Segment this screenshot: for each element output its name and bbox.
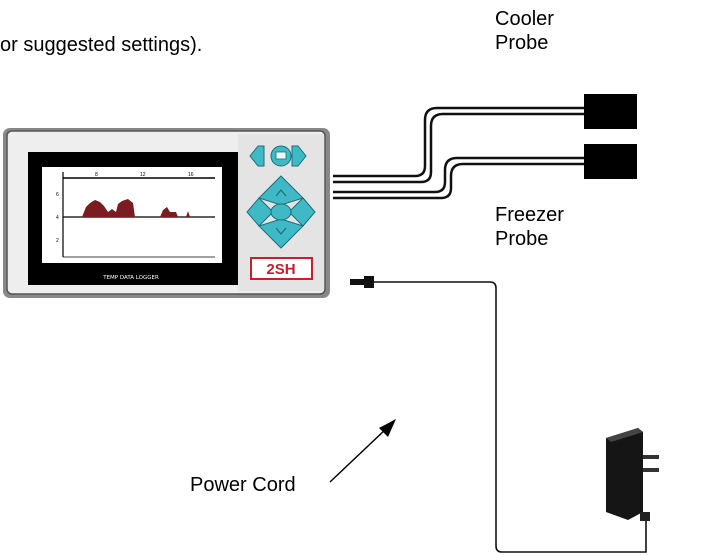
freezer-label-line1: Freezer bbox=[495, 204, 564, 226]
freezer-cable-inner bbox=[333, 162, 586, 200]
power-cord-label: Power Cord bbox=[190, 474, 296, 496]
freezer-label-line2: Probe bbox=[495, 228, 549, 250]
power-plug bbox=[350, 279, 366, 285]
ac-adapter bbox=[606, 428, 659, 521]
chart-tick-left: 2 bbox=[56, 238, 59, 244]
brand-logo bbox=[250, 257, 313, 280]
chart-tick-top: 16 bbox=[188, 172, 194, 178]
chart-tick-left: 6 bbox=[56, 192, 59, 198]
cooler-probe-label: Cooler Probe bbox=[495, 7, 554, 55]
keypad: 2SH bbox=[238, 134, 324, 291]
brand-logo-text: 2SH bbox=[266, 261, 295, 278]
cooler-label-line1: Cooler bbox=[495, 8, 554, 30]
right-arrow-icon[interactable] bbox=[291, 145, 307, 167]
freezer-probe-label: Freezer Probe bbox=[495, 203, 564, 251]
data-logger-device: 8 12 16 6 4 2 TEMP DATA LOGGER 2 bbox=[3, 128, 330, 298]
adapter-prong bbox=[643, 455, 659, 459]
screen-footer-text: TEMP DATA LOGGER bbox=[102, 275, 159, 281]
cooler-probe bbox=[584, 94, 637, 129]
screen-chart: 8 12 16 6 4 2 bbox=[56, 172, 215, 258]
cooler-cable bbox=[333, 106, 586, 178]
chart-tick-left: 4 bbox=[56, 215, 59, 221]
chart-tick-top: 12 bbox=[140, 172, 146, 178]
cooler-cable-inner bbox=[333, 112, 586, 184]
adapter-prong bbox=[643, 468, 659, 472]
power-cord bbox=[350, 276, 647, 553]
left-arrow-icon[interactable] bbox=[249, 145, 265, 167]
chart-series bbox=[82, 199, 190, 217]
probe-cables bbox=[333, 106, 586, 200]
chart-tick-top: 8 bbox=[95, 172, 98, 178]
cooler-label-line2: Probe bbox=[495, 32, 549, 54]
freezer-cable bbox=[333, 156, 586, 194]
freezer-probe bbox=[584, 144, 637, 179]
power-cord-pointer-arrow bbox=[329, 419, 396, 483]
intro-text: or suggested settings). bbox=[0, 34, 203, 56]
